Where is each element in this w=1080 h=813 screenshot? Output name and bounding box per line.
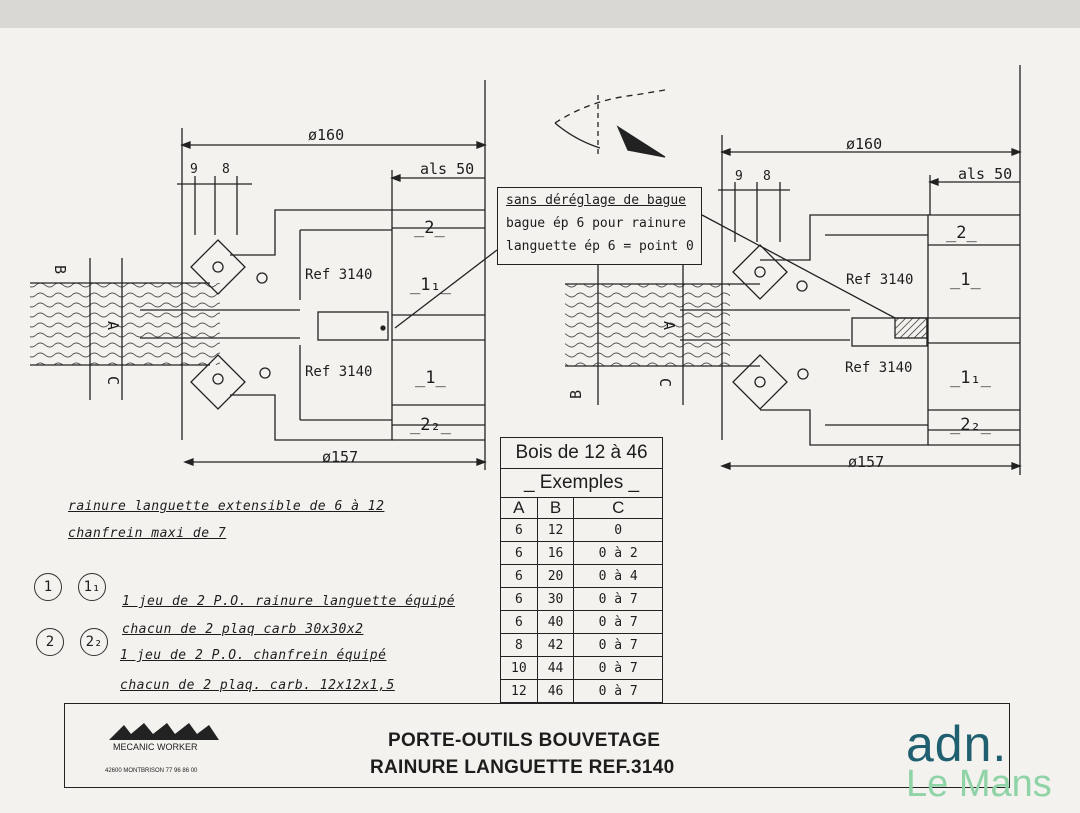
right-dim-8: 8 bbox=[763, 169, 771, 184]
table-title: Bois de 12 à 46 bbox=[500, 437, 663, 469]
watermark-adn: adn. bbox=[906, 716, 1008, 772]
title-block: MECANIC WORKER 42600 MONTBRISON 77 96 86… bbox=[64, 703, 1010, 788]
legend-item-2-line-a: 1 jeu de 2 P.O. chanfrein équipé bbox=[120, 648, 387, 663]
left-diameter-157: ø157 bbox=[322, 448, 359, 466]
right-label-2-2: _2₂_ bbox=[950, 415, 991, 435]
left-ref-bottom: Ref 3140 bbox=[305, 364, 373, 380]
left-dim-B: B bbox=[51, 264, 70, 275]
left-label-1-1: _1₁_ bbox=[410, 275, 451, 295]
table-header-B: B bbox=[536, 497, 575, 519]
left-dim-C: C bbox=[104, 375, 123, 386]
left-dim-8: 8 bbox=[222, 162, 230, 177]
table-cell: 12 bbox=[536, 518, 575, 542]
right-ref-top: Ref 3140 bbox=[846, 272, 914, 288]
table-cell: 0 à 7 bbox=[573, 656, 663, 680]
table-cell: 44 bbox=[536, 656, 575, 680]
table-cell: 16 bbox=[536, 541, 575, 565]
table-cell: 6 bbox=[500, 541, 538, 565]
table-cell: 6 bbox=[500, 610, 538, 634]
legend-item-1-line-a: 1 jeu de 2 P.O. rainure languette équipé bbox=[122, 594, 456, 609]
table-cell: 20 bbox=[536, 564, 575, 588]
brand-logo-icon bbox=[109, 723, 219, 740]
left-label-1: _1_ bbox=[415, 368, 446, 388]
left-diameter-160: ø160 bbox=[308, 126, 345, 144]
legend-circle-2-2: 2₂ bbox=[80, 628, 108, 656]
right-label-1-1: _1₁_ bbox=[950, 368, 991, 388]
adjustment-note-box: sans déréglage de bague bague ép 6 pour … bbox=[497, 187, 702, 265]
right-diameter-157: ø157 bbox=[848, 453, 885, 471]
table-cell: 42 bbox=[536, 633, 575, 657]
note-line-2: bague ép 6 pour rainure bbox=[506, 216, 687, 231]
table-cell: 6 bbox=[500, 518, 538, 542]
right-ref-bottom: Ref 3140 bbox=[845, 360, 913, 376]
left-label-2-2: _2₂_ bbox=[410, 415, 451, 435]
table-subtitle: _ Exemples _ bbox=[500, 468, 663, 498]
right-label-1: _1_ bbox=[950, 270, 981, 290]
legend-item-1-line-b: chacun de 2 plaq carb 30x30x2 bbox=[122, 622, 364, 637]
left-label-2: _2_ bbox=[414, 218, 445, 238]
table-cell: 0 à 7 bbox=[573, 587, 663, 611]
insert-right-bottom bbox=[732, 354, 788, 410]
table-cell: 0 à 7 bbox=[573, 633, 663, 657]
right-diameter-160: ø160 bbox=[846, 135, 883, 153]
table-cell: 40 bbox=[536, 610, 575, 634]
right-label-2: _2_ bbox=[946, 223, 977, 243]
brand-name: MECANIC WORKER bbox=[113, 742, 198, 752]
table-cell: 12 bbox=[500, 679, 538, 703]
right-dim-9: 9 bbox=[735, 169, 743, 184]
right-dim-B: B bbox=[567, 389, 586, 400]
legend-circle-1-1: 1₁ bbox=[78, 573, 106, 601]
insert-left-bottom bbox=[190, 354, 246, 410]
table-cell: 10 bbox=[500, 656, 538, 680]
table-cell: 0 à 7 bbox=[573, 610, 663, 634]
table-cell: 0 bbox=[573, 518, 663, 542]
left-dim-A: A bbox=[104, 320, 123, 331]
wood-board-right bbox=[565, 284, 730, 366]
note-line-1: sans déréglage de bague bbox=[506, 193, 687, 208]
table-cell: 6 bbox=[500, 564, 538, 588]
hatched-section bbox=[894, 317, 928, 339]
table-cell: 0 à 2 bbox=[573, 541, 663, 565]
legend-item-2-line-b: chacun de 2 plaq. carb. 12x12x1,5 bbox=[120, 678, 395, 693]
legend-circle-1: 1 bbox=[34, 573, 62, 601]
title-line-1: PORTE-OUTILS BOUVETAGE bbox=[388, 730, 661, 751]
table-cell: 6 bbox=[500, 587, 538, 611]
left-ref-top: Ref 3140 bbox=[305, 267, 373, 283]
insert-left-top bbox=[190, 239, 246, 295]
table-cell: 46 bbox=[536, 679, 575, 703]
right-dim-C: C bbox=[656, 377, 675, 388]
note-extensible: rainure languette extensible de 6 à 12 bbox=[68, 499, 385, 514]
table-cell: 30 bbox=[536, 587, 575, 611]
table-cell: 8 bbox=[500, 633, 538, 657]
table-cell: 0 à 4 bbox=[573, 564, 663, 588]
left-als-50: als 50 bbox=[420, 160, 475, 178]
brand-address: 42600 MONTBRISON 77 96 86 00 bbox=[105, 768, 198, 774]
table-cell: 0 à 7 bbox=[573, 679, 663, 703]
right-dim-A: A bbox=[660, 320, 679, 331]
right-als-50: als 50 bbox=[958, 165, 1013, 183]
insert-right-top bbox=[732, 244, 788, 300]
note-chamfer-max: chanfrein maxi de 7 bbox=[68, 526, 227, 541]
note-line-3: languette ép 6 = point 0 bbox=[506, 239, 694, 254]
title-line-2: RAINURE LANGUETTE REF.3140 bbox=[370, 757, 675, 778]
watermark-le-mans: Le Mans bbox=[906, 763, 1052, 805]
table-header-A: A bbox=[500, 497, 538, 519]
table-header-C: C bbox=[573, 497, 663, 519]
wood-board-left bbox=[30, 283, 220, 365]
legend-circle-2: 2 bbox=[36, 628, 64, 656]
left-dim-9: 9 bbox=[190, 162, 198, 177]
